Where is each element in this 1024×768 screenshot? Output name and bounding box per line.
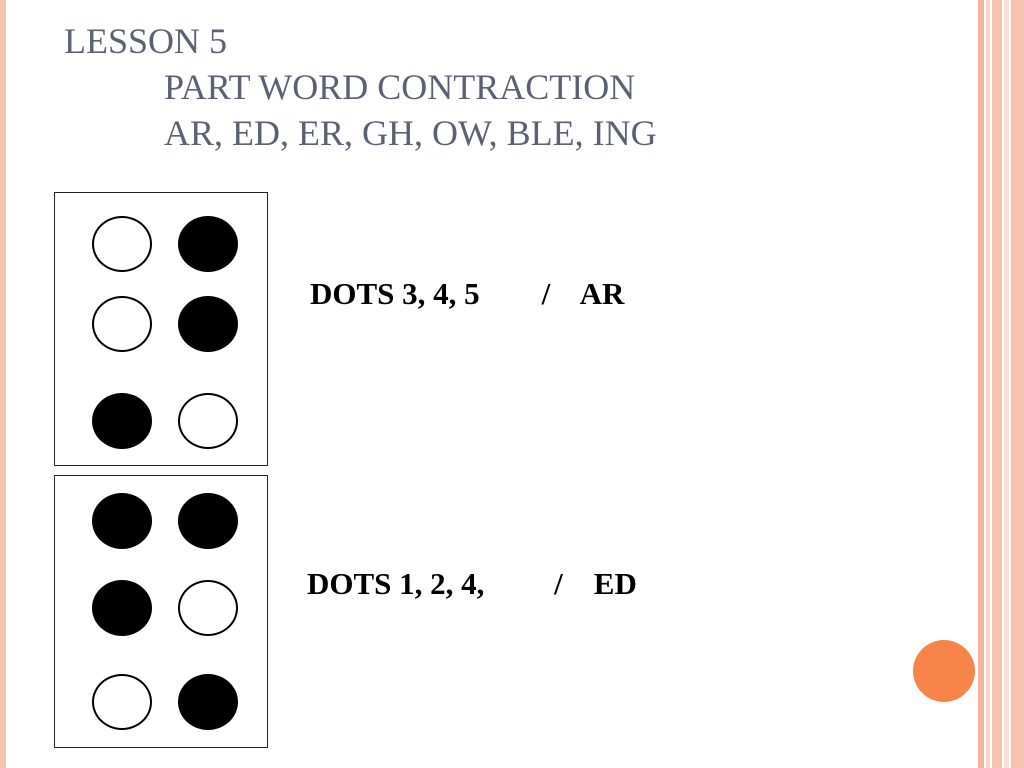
slide-title: LESSON 5 PART WORD CONTRACTION AR, ED, E… <box>64 18 657 156</box>
title-contractions: AR, ED, ER, GH, OW, BLE, ING <box>164 113 657 153</box>
braille-cell-ar <box>54 192 268 466</box>
caption-ar: DOTS 3, 4, 5 / AR <box>310 276 625 311</box>
braille-dot-3 <box>92 674 152 730</box>
braille-dot-5 <box>178 296 238 352</box>
braille-dot-2 <box>92 296 152 352</box>
title-subject: PART WORD CONTRACTION <box>164 67 636 107</box>
braille-dot-3 <box>92 393 152 449</box>
title-lesson: LESSON 5 <box>64 21 228 61</box>
orange-accent-circle <box>913 640 975 702</box>
braille-dot-1 <box>92 493 152 549</box>
braille-dot-2 <box>92 580 152 636</box>
braille-dot-4 <box>178 216 238 272</box>
right-border-decoration <box>978 0 1024 768</box>
braille-dot-6 <box>178 393 238 449</box>
braille-cell-ed <box>54 475 268 748</box>
braille-dot-1 <box>92 216 152 272</box>
braille-dot-6 <box>178 674 238 730</box>
caption-ed: DOTS 1, 2, 4, / ED <box>307 566 637 601</box>
braille-dot-4 <box>178 493 238 549</box>
braille-dot-5 <box>178 580 238 636</box>
left-border-stripe <box>0 0 6 768</box>
